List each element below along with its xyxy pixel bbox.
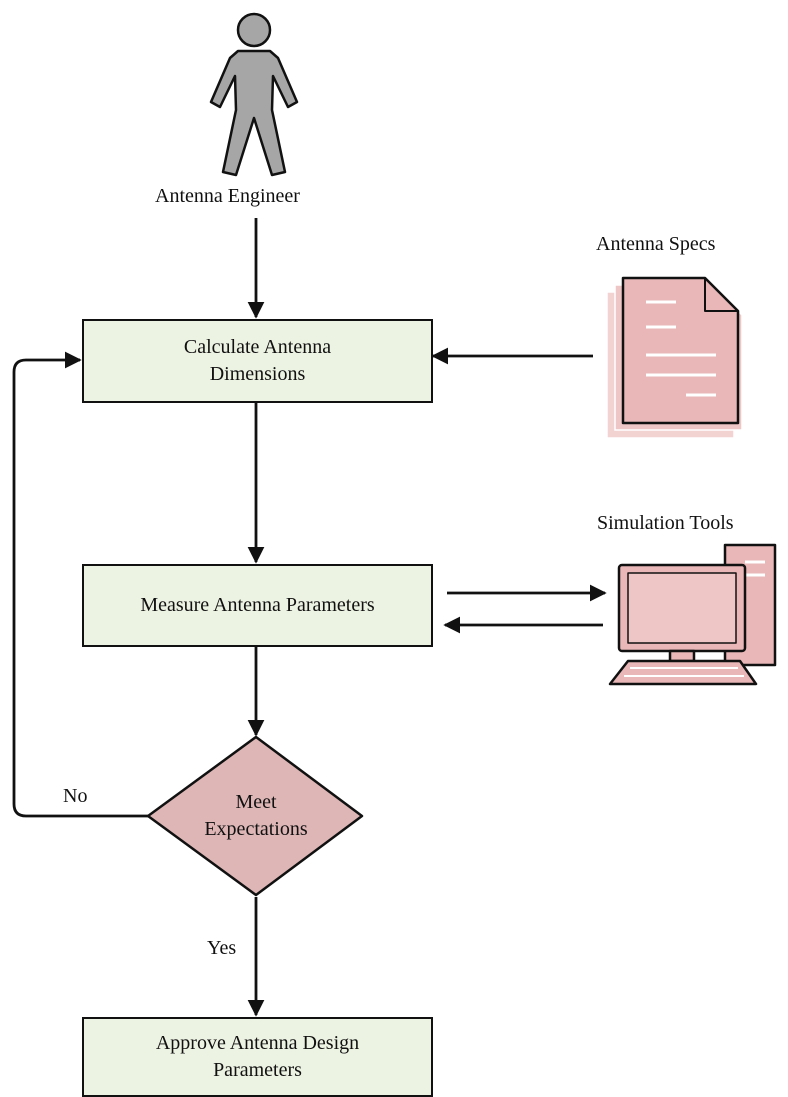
calculate-dimensions-box: Calculate Antenna Dimensions	[82, 319, 433, 403]
decision-line-2: Expectations	[204, 818, 308, 840]
approve-line-1: Approve Antenna Design	[155, 1032, 360, 1054]
flow-arrows	[12, 218, 607, 1017]
measure-label: Measure Antenna Parameters	[140, 594, 375, 616]
arrow-no-loop	[12, 351, 148, 818]
approve-design-box: Approve Antenna Design Parameters	[82, 1017, 433, 1097]
specs-label: Antenna Specs	[596, 233, 716, 255]
no-branch-label: No	[63, 785, 88, 807]
approve-line-2: Parameters	[213, 1059, 302, 1081]
decision-line-1: Meet	[235, 791, 277, 813]
desktop-computer-icon	[608, 543, 777, 686]
decision-diamond	[146, 735, 364, 897]
document-stack-icon	[606, 276, 743, 439]
engineer-label: Antenna Engineer	[155, 185, 300, 207]
person-icon	[209, 12, 299, 177]
measure-parameters-box: Measure Antenna Parameters	[82, 564, 433, 647]
calculate-line-1: Calculate Antenna	[183, 336, 332, 358]
yes-branch-label: Yes	[207, 937, 237, 959]
tools-label: Simulation Tools	[597, 512, 734, 534]
calculate-line-2: Dimensions	[209, 363, 306, 385]
decision-label: Meet Expectations	[168, 789, 344, 843]
